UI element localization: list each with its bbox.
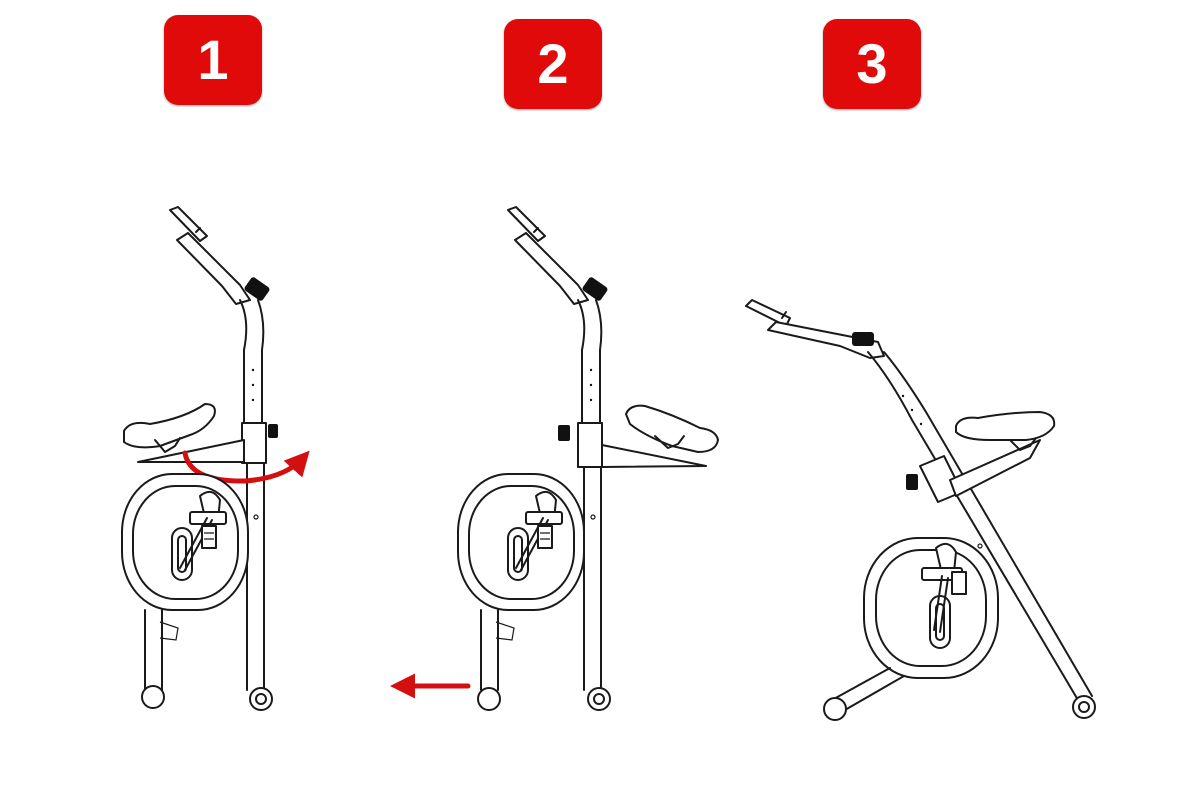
step-2-bike [390,206,719,711]
curved-arrow-icon [182,450,310,484]
step-3-bike [745,299,1096,721]
step-1-badge: 1 [164,15,262,105]
step-2-badge: 2 [504,19,602,109]
step-3-badge: 3 [823,19,921,109]
step-1-bike [121,206,310,711]
